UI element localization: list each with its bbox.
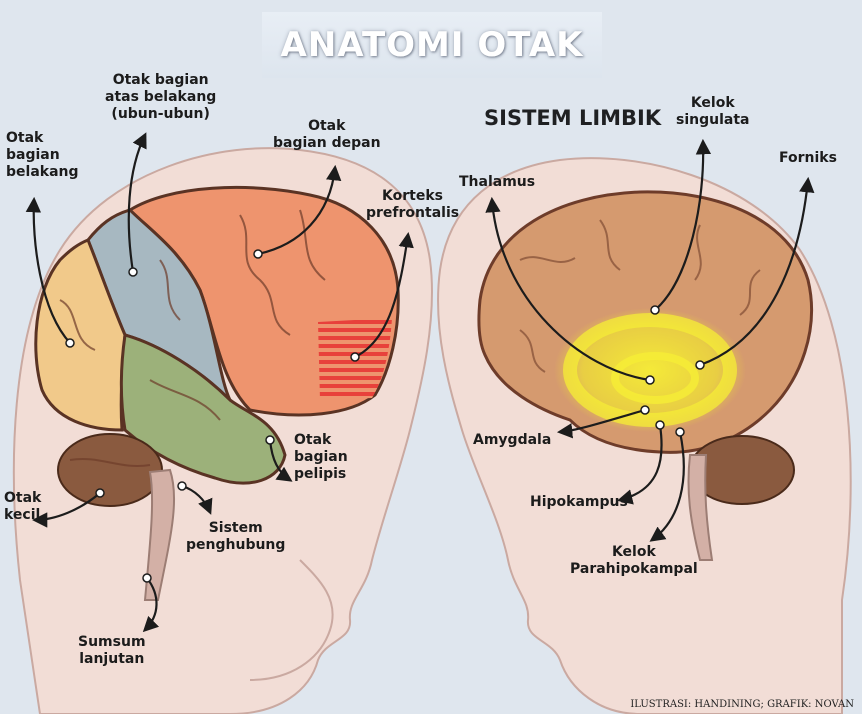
- label-occipital: Otak bagian belakang: [6, 130, 79, 180]
- leader-hippocampus: [617, 424, 663, 505]
- label-brainstem: Sistem penghubung: [186, 520, 286, 553]
- leader-fornix: [699, 176, 815, 367]
- label-frontal: Otak bagian depan: [273, 118, 381, 151]
- right-brain: [477, 190, 813, 561]
- leader-temporal: [268, 439, 293, 482]
- label-hippocampus: Hipokampus: [530, 494, 628, 510]
- label-parahippocampal: Kelok Parahipokampal: [570, 544, 698, 577]
- leader-parahippocampal: [649, 431, 685, 542]
- label-fornix: Forniks: [779, 150, 837, 166]
- brainstem: [143, 468, 176, 601]
- limbic-heading: SISTEM LIMBIK: [484, 106, 662, 130]
- limbic-inner: [611, 352, 699, 404]
- marker-dots: [65, 249, 705, 583]
- leader-prefrontal: [354, 231, 414, 358]
- leader-thalamus: [485, 196, 651, 382]
- label-medulla: Sumsum lanjutan: [78, 634, 146, 667]
- leader-amygdala: [556, 408, 646, 439]
- left-chin: [249, 559, 334, 681]
- leader-frontal: [257, 164, 342, 256]
- label-parietal: Otak bagian atas belakang (ubun-ubun): [105, 72, 217, 122]
- label-temporal: Otak bagian pelipis: [294, 432, 348, 482]
- right-brainstem: [687, 454, 714, 561]
- label-amygdala: Amygdala: [473, 432, 552, 448]
- leader-occipital: [25, 196, 71, 344]
- left-brain: [34, 185, 400, 601]
- credit-line: ILUSTRASI: HANDINING; GRAFIK: NOVAN: [630, 699, 854, 710]
- temporal-lobe: [119, 333, 287, 485]
- leader-cerebellum: [31, 492, 101, 528]
- limbic-glow: [554, 308, 746, 432]
- leader-cingulate: [654, 138, 712, 311]
- leader-parietal: [127, 132, 147, 273]
- cerebellum: [57, 433, 163, 507]
- leader-medulla: [142, 577, 160, 633]
- title-banner: ANATOMI OTAK: [262, 12, 602, 78]
- page-title: ANATOMI OTAK: [280, 25, 584, 65]
- label-prefrontal: Korteks prefrontalis: [366, 188, 460, 221]
- label-cingulate: Kelok singulata: [676, 95, 750, 128]
- label-thalamus: Thalamus: [459, 174, 536, 190]
- right-leaders: [485, 138, 815, 542]
- label-cerebellum: Otak kecil: [4, 490, 42, 523]
- limbic-ring: [563, 313, 737, 427]
